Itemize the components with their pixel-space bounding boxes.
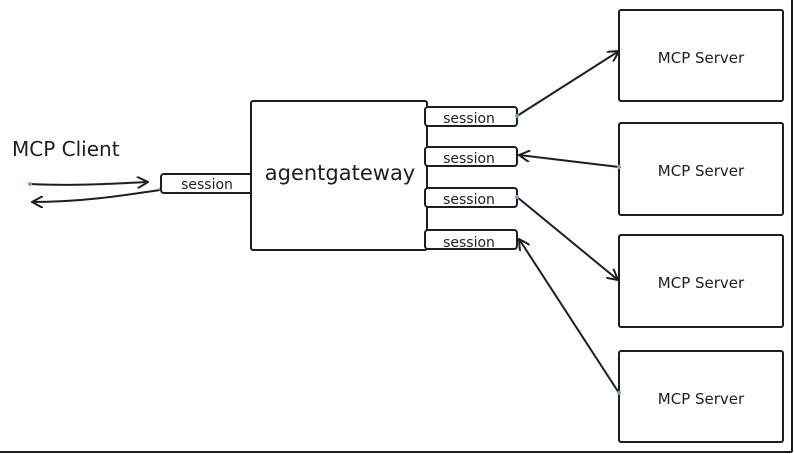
session-to-server-arrow[interactable] [516,50,620,117]
client-session-label: session [181,177,233,193]
anchor-dot [515,114,519,118]
mcp-server-label: MCP Server [658,162,745,180]
server-to-session-arrow[interactable] [518,155,620,168]
gateway-session-label: session [443,151,495,167]
gateway-session-box[interactable]: session [424,229,518,251]
gateway-box[interactable]: agentgateway [250,100,428,251]
anchor-dot [617,391,621,395]
gateway-session-label: session [443,192,495,208]
gateway-session-box[interactable]: session [424,187,518,208]
client-session-box[interactable]: session [160,173,254,194]
mcp-server-box[interactable]: MCP Server [618,122,784,216]
mcp-server-box[interactable]: MCP Server [618,350,784,443]
server-to-session-arrow[interactable] [518,238,620,394]
mcp-server-label: MCP Server [658,274,745,292]
client-to-gateway-arrow[interactable] [29,182,149,185]
gateway-session-box[interactable]: session [424,146,518,167]
gateway-to-client-arrow[interactable] [31,189,161,202]
gateway-session-box[interactable]: session [424,106,518,127]
gateway-session-label: session [443,235,495,251]
gateway-label: agentgateway [265,161,416,185]
anchor-dot [28,182,32,186]
mcp-server-label: MCP Server [658,390,745,408]
mcp-server-box[interactable]: MCP Server [618,9,784,102]
gateway-session-label: session [443,111,495,127]
mcp-server-box[interactable]: MCP Server [618,234,784,328]
anchor-dot [617,165,621,169]
client-label: MCP Client [12,137,120,161]
anchor-dot [515,195,519,199]
mcp-server-label: MCP Server [658,49,745,67]
session-to-server-arrow[interactable] [516,196,619,281]
